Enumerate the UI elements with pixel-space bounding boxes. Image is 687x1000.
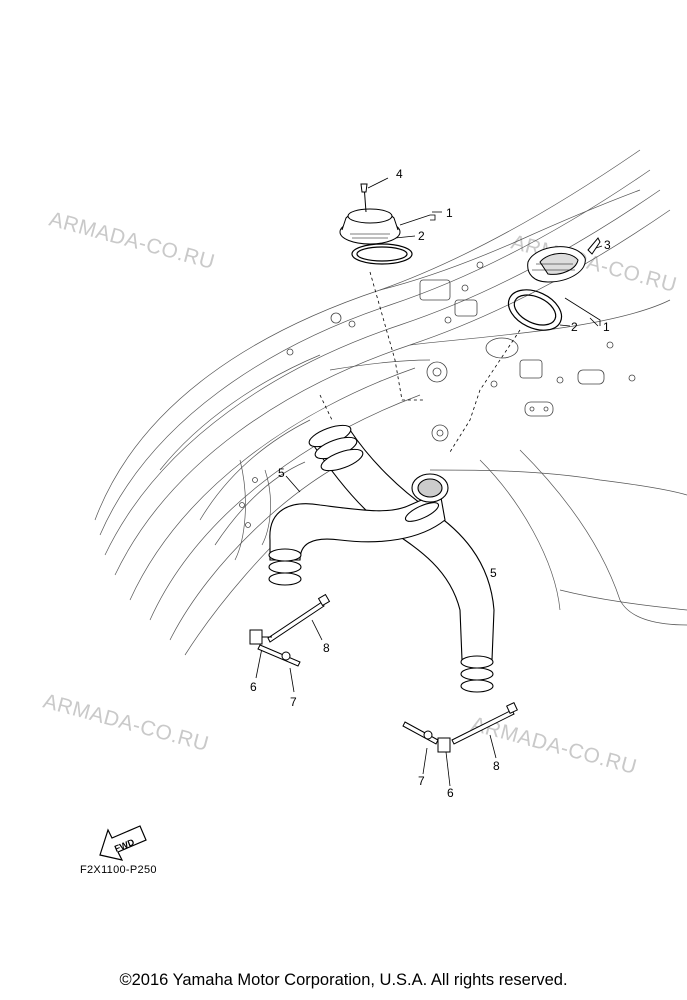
watermark-bottom-left: ARMADA-CO.RU xyxy=(41,690,212,756)
part-clamp-left xyxy=(249,629,272,645)
callout-7-left: 7 xyxy=(290,695,297,709)
part-cable-tie-left xyxy=(267,593,331,643)
fwd-arrow-icon: FWD xyxy=(99,825,147,861)
part-clamp-right xyxy=(437,737,451,753)
callout-6-right: 6 xyxy=(447,786,454,800)
part-hose-lower xyxy=(268,473,449,586)
part-screw xyxy=(360,183,368,213)
part-ventilation-cap-right xyxy=(527,246,586,283)
callout-4: 4 xyxy=(396,167,403,181)
callout-1-right: 1 xyxy=(603,320,610,334)
callout-3: 3 xyxy=(604,238,611,252)
callout-8-left: 8 xyxy=(323,641,330,655)
part-fastener xyxy=(587,237,601,255)
callout-numbers: 1 2 4 3 2 1 5 5 8 6 7 7 6 8 xyxy=(250,167,611,800)
callout-6-left: 6 xyxy=(250,680,257,694)
leader-lines xyxy=(319,271,521,453)
watermark-top-left: ARMADA-CO.RU xyxy=(47,208,218,274)
part-gasket-left xyxy=(351,243,413,265)
callout-2-right: 2 xyxy=(571,320,578,334)
deck-details xyxy=(239,261,636,528)
callout-7-right: 7 xyxy=(418,774,425,788)
part-holder-left xyxy=(257,644,301,667)
part-cable-tie-right xyxy=(451,702,518,745)
callout-5-right: 5 xyxy=(490,566,497,580)
part-hose-upper xyxy=(308,424,495,693)
callout-2-left: 2 xyxy=(418,229,425,243)
part-ventilation-cap-left xyxy=(339,208,401,245)
callout-8-right: 8 xyxy=(493,759,500,773)
drawing-code: F2X1100-P250 xyxy=(80,864,157,876)
part-holder-right xyxy=(402,721,439,745)
copyright-notice: ©2016 Yamaha Motor Corporation, U.S.A. A… xyxy=(119,971,568,989)
callout-5-left: 5 xyxy=(278,466,285,480)
part-gasket-right xyxy=(507,289,563,331)
hull-outline xyxy=(94,149,687,656)
callout-1-left: 1 xyxy=(446,206,453,220)
